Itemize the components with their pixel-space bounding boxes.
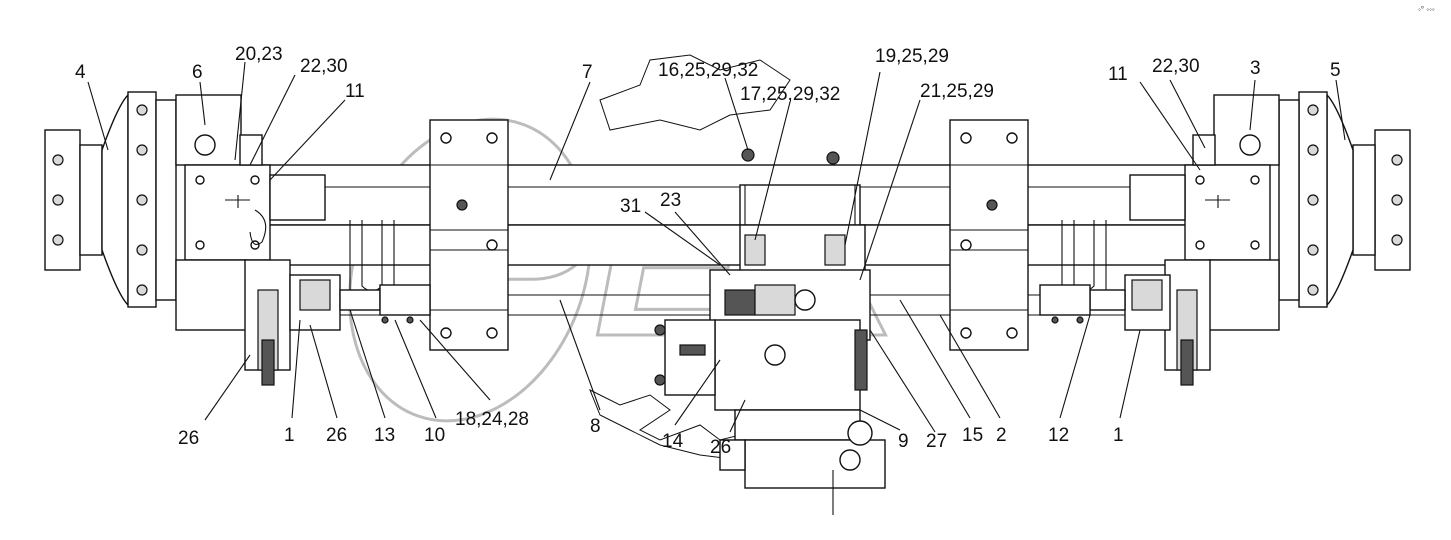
callout-11-left: 11 [345, 81, 365, 102]
callout-labels: 4 6 20,23 22,30 11 7 16,25,29,32 17,25,2… [75, 44, 1341, 458]
left-brake-unit [244, 259, 341, 386]
left-propeller-shaft [339, 284, 431, 324]
callout-9: 9 [898, 431, 909, 452]
axle-beam [239, 164, 1231, 316]
left-knuckle [175, 94, 326, 331]
callout-5: 5 [1330, 60, 1341, 81]
right-brake-unit [1124, 259, 1211, 386]
callout-26-b: 26 [326, 425, 347, 446]
watermark-outline [599, 54, 791, 131]
callout-17-25-29-32: 17,25,29,32 [740, 84, 840, 105]
callout-1-left: 1 [284, 425, 295, 446]
callout-13: 13 [374, 425, 395, 446]
callout-8: 8 [590, 416, 601, 437]
callout-22-30-right: 22,30 [1152, 56, 1200, 77]
callout-12: 12 [1048, 425, 1069, 446]
callout-4: 4 [75, 62, 86, 83]
spring-pad-right [949, 119, 1029, 351]
callout-23: 23 [660, 190, 681, 211]
callout-18-24-28: 18,24,28 [455, 409, 529, 430]
callout-14: 14 [662, 431, 684, 452]
right-propeller-shaft [1039, 284, 1126, 324]
leader-lines [87, 61, 1346, 433]
callout-31: 31 [620, 196, 641, 217]
right-knuckle [1129, 94, 1280, 331]
callout-20-23: 20,23 [235, 44, 283, 65]
right-wheel-hub [1278, 91, 1411, 308]
callout-7: 7 [582, 62, 593, 83]
callout-10: 10 [424, 425, 445, 446]
callout-27: 27 [926, 431, 947, 452]
callout-3: 3 [1250, 58, 1261, 79]
callout-26-a: 26 [178, 428, 199, 449]
corner-marker: ◦° ◦◦◦ [1418, 5, 1435, 14]
callout-11-right: 11 [1108, 64, 1128, 85]
callout-15: 15 [962, 425, 983, 446]
callout-22-30-left: 22,30 [300, 56, 348, 77]
left-wheel-hub [44, 91, 177, 308]
callout-1-right: 1 [1113, 425, 1124, 446]
center-gearbox [654, 148, 886, 515]
callout-19-25-29: 19,25,29 [875, 46, 949, 67]
callout-16-25-29-32: 16,25,29,32 [658, 60, 758, 81]
spring-pad-left [429, 119, 509, 351]
callout-6: 6 [192, 62, 203, 83]
callout-2: 2 [996, 425, 1007, 446]
callout-21-25-29: 21,25,29 [920, 81, 994, 102]
callout-26-c: 26 [710, 437, 731, 458]
